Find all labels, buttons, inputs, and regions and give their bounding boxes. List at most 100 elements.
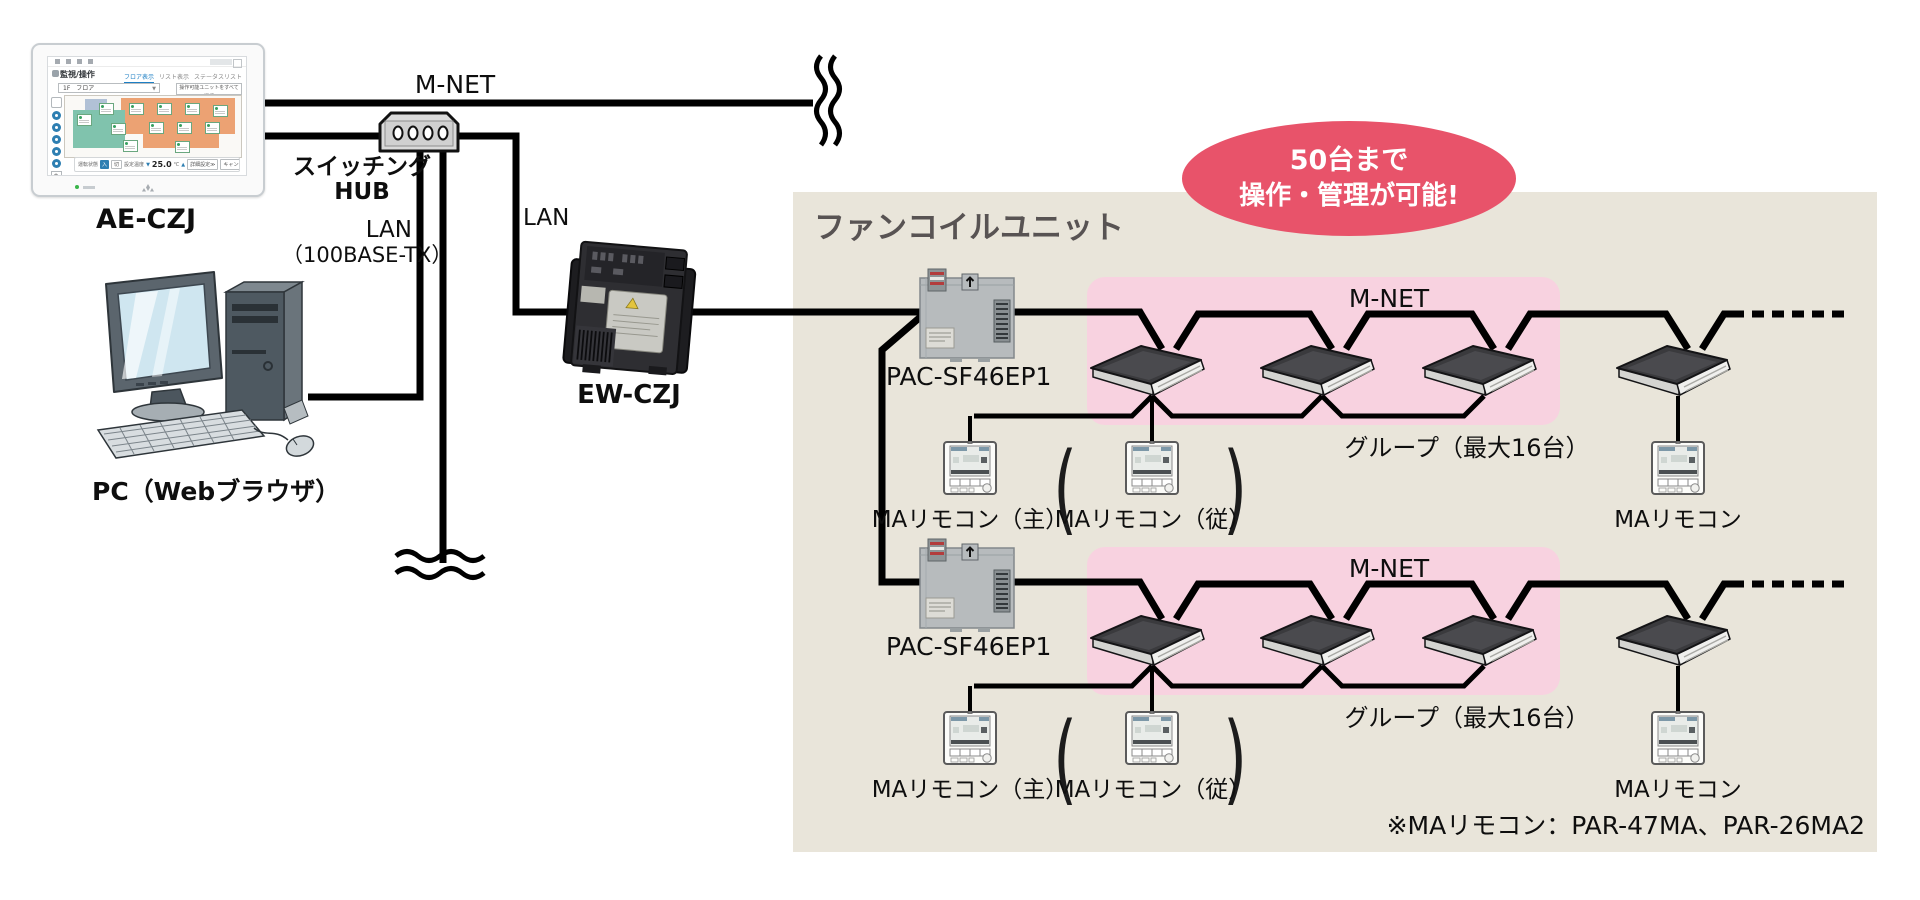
remote-main-label-row2: MAリモコン（主） bbox=[871, 777, 1069, 803]
tool-circle-button[interactable] bbox=[51, 123, 61, 132]
tool-circle-button[interactable] bbox=[51, 111, 61, 120]
capacity-badge: 50台まで 操作・管理が可能! bbox=[1182, 121, 1516, 236]
remote-sub-label-row1: MAリモコン（従） bbox=[1054, 507, 1252, 533]
ma-remote-sub bbox=[1125, 711, 1179, 765]
run-state-label: 運転状態 bbox=[78, 162, 99, 168]
unit-card[interactable] bbox=[185, 103, 200, 115]
schedule-icon[interactable] bbox=[77, 59, 82, 64]
monitor-operate-icon bbox=[52, 70, 59, 77]
unit-card[interactable] bbox=[99, 103, 114, 115]
remote-sub-label-row2: MAリモコン（従） bbox=[1054, 777, 1252, 803]
tool-circle-button[interactable] bbox=[51, 135, 61, 144]
mnet-top-label: M-NET bbox=[414, 70, 496, 99]
mnet-row2-label: M-NET bbox=[1348, 554, 1430, 583]
ma-remote bbox=[1651, 441, 1705, 495]
chart-icon[interactable] bbox=[66, 59, 71, 64]
cassette-units-row1 bbox=[1090, 345, 1731, 396]
mnet-trunk-row1 bbox=[458, 132, 1744, 351]
unit-card[interactable] bbox=[77, 114, 92, 126]
remote-label-row2: MAリモコン bbox=[1614, 777, 1742, 803]
unit-card[interactable] bbox=[111, 123, 126, 135]
remote-label-row1: MAリモコン bbox=[1614, 507, 1742, 533]
tab-floor-view[interactable]: フロア表示 bbox=[123, 74, 154, 83]
on-button[interactable]: 入 bbox=[100, 160, 110, 169]
tool-circle-button[interactable] bbox=[51, 147, 61, 156]
floor-map[interactable] bbox=[64, 95, 242, 158]
lan-label-line2: （100BASE-TX） bbox=[282, 243, 453, 267]
pac-label-row2: PAC-SF46EP1 bbox=[886, 632, 1052, 661]
topbar-button[interactable] bbox=[233, 59, 242, 68]
map-toolbar: + − bbox=[50, 97, 62, 175]
ceiling-cassette-unit bbox=[1090, 345, 1205, 396]
chevron-down-icon: ▼ bbox=[152, 86, 156, 92]
remote-drop-lines bbox=[968, 396, 1680, 713]
hub-label-line1: スイッチング bbox=[293, 154, 431, 180]
map-zone-blue bbox=[85, 99, 107, 110]
setpoint-unit: ℃ bbox=[173, 161, 180, 168]
screen-title: 監視/操作 bbox=[60, 70, 95, 79]
off-button[interactable]: 切 bbox=[111, 160, 123, 169]
lan-right-label: LAN bbox=[523, 205, 570, 231]
tool-circle-button[interactable] bbox=[51, 159, 61, 168]
unit-card[interactable] bbox=[123, 140, 138, 152]
unit-card[interactable] bbox=[205, 122, 220, 134]
group-chain-row2 bbox=[974, 664, 1486, 689]
floor-select[interactable]: 1F フロア ▼ bbox=[58, 83, 160, 93]
ceiling-cassette-unit bbox=[1616, 615, 1731, 666]
hub-label: スイッチング HUB bbox=[262, 155, 462, 205]
tab-status-list[interactable]: ステータスリスト bbox=[193, 74, 242, 81]
footnote: ※MAリモコン：PAR-47MA、PAR-26MA2 bbox=[1386, 811, 1865, 840]
badge-line1: 50台まで bbox=[1289, 144, 1409, 176]
zoom-in-button[interactable]: + bbox=[50, 171, 62, 175]
break-squiggle-bottom bbox=[394, 549, 486, 580]
badge-line2: 操作・管理が可能! bbox=[1239, 181, 1459, 212]
hub-pc-lan-line bbox=[308, 150, 424, 401]
floor-select-value: 1F フロア bbox=[63, 85, 95, 92]
pc-label: PC（Webブラウザ） bbox=[92, 477, 341, 506]
ma-remote-main bbox=[943, 711, 997, 765]
operation-bar: 運転状態 入 切 設定温度 ▼ 25.0 ℃ ▲ 詳細設定≫ キャンセル 送信 bbox=[74, 157, 240, 172]
unit-card[interactable] bbox=[157, 103, 172, 115]
detail-settings-button[interactable]: 詳細設定≫ bbox=[187, 159, 219, 170]
view-tabs: フロア表示 リスト表示 ステータスリスト bbox=[123, 72, 242, 83]
pc-keyboard bbox=[96, 409, 266, 459]
mnet-row1-label: M-NET bbox=[1348, 284, 1430, 313]
group-label-row1: グループ（最大16台） bbox=[1344, 434, 1590, 462]
ceiling-cassette-unit bbox=[1422, 345, 1537, 396]
setpoint-label: 設定温度 bbox=[124, 162, 145, 168]
power-led bbox=[75, 185, 79, 189]
ma-remote bbox=[1651, 711, 1705, 765]
unit-card[interactable] bbox=[129, 103, 144, 115]
pc-tower bbox=[223, 280, 309, 425]
unit-card[interactable] bbox=[175, 141, 190, 153]
cancel-button[interactable]: キャンセル bbox=[220, 159, 239, 170]
tab-list-view[interactable]: リスト表示 bbox=[158, 74, 189, 81]
pac-controller-row1 bbox=[918, 268, 1018, 364]
clock-display bbox=[210, 59, 232, 65]
pc-illustration bbox=[96, 271, 315, 459]
tool-square-button[interactable] bbox=[50, 97, 62, 108]
settings-icon[interactable] bbox=[88, 59, 93, 64]
unit-card[interactable] bbox=[149, 122, 164, 134]
screen-topbar bbox=[48, 57, 246, 68]
pc-mouse bbox=[253, 427, 315, 457]
ae-czj-controller: 監視/操作 フロア表示 リスト表示 ステータスリスト 1F フロア ▼ 操作可能… bbox=[31, 43, 265, 197]
temp-down-button[interactable]: ▼ bbox=[146, 161, 150, 168]
mnet-trunk-row2 bbox=[920, 578, 1744, 621]
temp-up-button[interactable]: ▲ bbox=[181, 161, 186, 168]
panel-title: ファンコイルユニット bbox=[814, 210, 1124, 246]
ceiling-cassette-unit bbox=[1090, 615, 1205, 666]
ma-remote-sub bbox=[1125, 441, 1179, 495]
ceiling-cassette-unit bbox=[1422, 615, 1537, 666]
unit-card[interactable] bbox=[213, 105, 228, 117]
unit-card[interactable] bbox=[177, 122, 192, 134]
led-caption bbox=[83, 186, 95, 189]
group-chain-row1 bbox=[974, 394, 1486, 419]
break-squiggle-top bbox=[814, 54, 842, 147]
home-icon[interactable] bbox=[55, 59, 60, 64]
ew-czj-device bbox=[562, 240, 697, 376]
remote-main-label-row1: MAリモコン（主） bbox=[871, 507, 1069, 533]
select-all-units-button[interactable]: 操作可能ユニットをすべて選択 bbox=[176, 83, 242, 95]
pac-label-row1: PAC-SF46EP1 bbox=[886, 362, 1052, 391]
